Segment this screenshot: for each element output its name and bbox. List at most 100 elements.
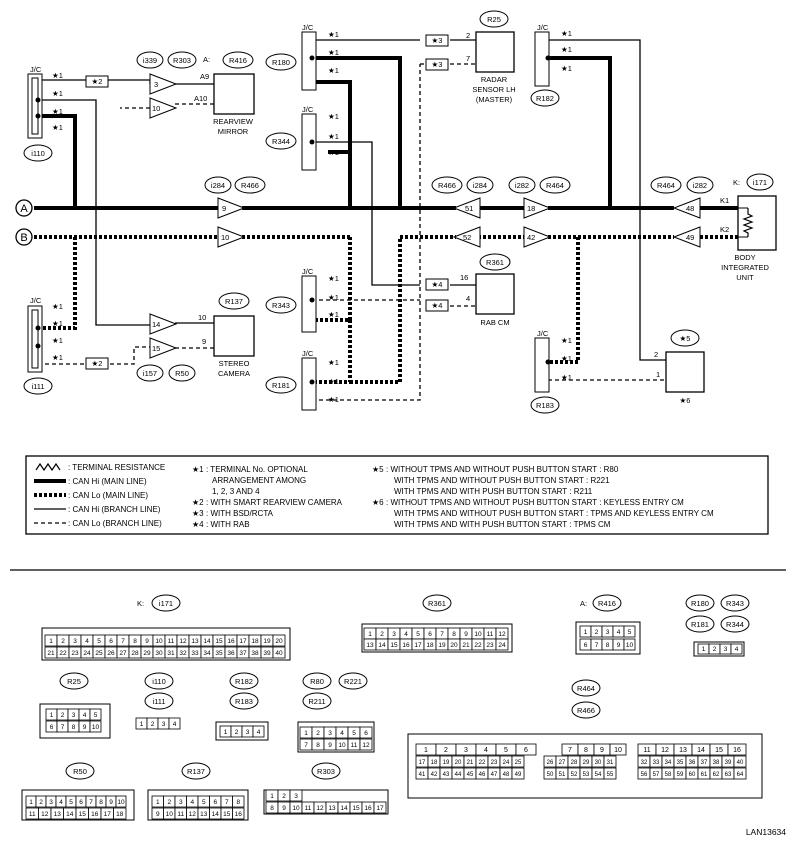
svg-text:R344: R344 [726,620,744,629]
pin-cell [733,755,747,768]
svg-text:BODY: BODY [734,253,755,262]
pin-number: 1 [224,729,228,736]
svg-text:★1: ★1 [328,395,339,404]
pin-number: 21 [47,650,55,657]
connector-housing [297,721,375,753]
radar-sensor: R25 RADAR SENSOR LH (MASTER) 2 7 ★3 ★3 [425,10,516,104]
pin-number: 59 [677,772,684,778]
svg-text:A: A [20,203,28,215]
pin-cell [727,743,747,756]
pin-cell [733,767,747,780]
jc-r343: J/C ★1 ★1 ★1 R343 [265,267,339,333]
pin-number: 4 [735,646,739,653]
pin-number: 60 [689,772,696,778]
svg-text:R344: R344 [272,137,290,146]
svg-text:★1: ★1 [561,336,572,345]
pin-number: 8 [72,724,76,731]
svg-text:★5: ★5 [680,334,691,343]
svg-text:2: 2 [654,350,658,359]
svg-text:i282: i282 [693,181,707,190]
pin-number: 42 [431,772,438,778]
pin-cell [272,634,286,647]
pin-number: 1 [368,631,372,638]
pin-number: 17 [104,811,112,818]
pin-number: 1 [424,747,428,754]
pin-number: 3 [162,721,166,728]
svg-text:★1: ★1 [328,48,339,57]
svg-text:: CAN Hi (BRANCH LINE): : CAN Hi (BRANCH LINE) [68,505,161,514]
svg-text:WITH TPMS AND WITH PUSH BUTTON: WITH TPMS AND WITH PUSH BUTTON START : T… [394,520,611,529]
pin-number: 61 [701,772,708,778]
pin-number: 14 [66,811,74,818]
pin-number: 18 [251,638,259,645]
svg-text:R183: R183 [235,697,253,706]
pin-number: 16 [91,811,99,818]
svg-text:★1: ★1 [52,107,63,116]
svg-text:R180: R180 [691,599,709,608]
pin-number: 24 [503,760,510,766]
svg-text:10: 10 [221,233,229,242]
svg-text:★1: ★1 [52,353,63,362]
pin-number: 13 [200,811,208,818]
pin-number: 24 [498,642,506,649]
connector-i339: 3 10 i339 R303 [136,51,197,119]
svg-text:R181: R181 [691,620,709,629]
pin-number: 8 [316,742,320,749]
pin-number: 23 [486,642,494,649]
pin-number: 3 [49,799,53,806]
connector-r464-i282: 48 49 R464 i282 [650,176,714,248]
svg-text:★3: ★3 [192,509,204,518]
pin-number: 11 [351,742,358,749]
svg-text:: WITH BSD/RCTA: : WITH BSD/RCTA [206,509,274,518]
svg-text:★2: ★2 [92,359,103,368]
pin-number: 34 [665,760,672,766]
svg-text:K:: K: [137,599,144,608]
connector-housing [21,789,135,821]
pin-cell [511,755,525,768]
svg-text:48: 48 [686,204,694,213]
svg-text:B: B [20,232,27,244]
pin-number: 27 [119,650,127,657]
svg-text:i284: i284 [473,181,487,190]
svg-text:2: 2 [466,31,470,40]
rab-cm: R361 RAB CM 16 4 ★4 ★4 [425,253,515,327]
svg-text:★3: ★3 [432,36,443,45]
pin-number: 57 [653,772,660,778]
svg-text:: TERMINAL RESISTANCE: : TERMINAL RESISTANCE [68,463,165,472]
pin-number: 1 [270,793,274,800]
svg-text:★1: ★1 [328,148,339,157]
svg-text:R343: R343 [272,301,290,310]
pin-number: 13 [191,638,199,645]
pin-cell [623,638,636,651]
pin-number: 12 [189,811,197,818]
pin-number: 11 [29,811,36,818]
pin-number: 3 [179,799,183,806]
pin-number: 9 [109,799,113,806]
connector-i282-r464: 18 42 i282 R464 [508,176,571,248]
svg-text:i339: i339 [143,56,157,65]
svg-text:18: 18 [527,204,535,213]
pin-number: 58 [665,772,672,778]
svg-text:: WITHOUT TPMS AND WITHOUT PUS: : WITHOUT TPMS AND WITHOUT PUSH BUTTON S… [386,465,619,474]
star2-box-top: ★2 [85,75,109,88]
svg-text:INTEGRATED: INTEGRATED [721,263,769,272]
svg-text:★1: ★1 [328,274,339,283]
connection-b: B [15,228,33,246]
svg-text:J/C: J/C [302,349,314,358]
svg-text:UNIT: UNIT [736,273,754,282]
pin-number: 54 [595,772,602,778]
pin-number: 11 [487,631,494,638]
pin-number: 40 [737,760,744,766]
svg-text:ARRANGEMENT AMONG: ARRANGEMENT AMONG [212,476,306,485]
pin-number: 5 [69,799,73,806]
pin-number: 39 [263,650,271,657]
pin-number: 31 [167,650,175,657]
svg-text:CAMERA: CAMERA [218,369,250,378]
pin-number: 9 [156,811,160,818]
svg-text:A10: A10 [194,94,207,103]
pin-number: 17 [376,805,384,812]
pin-number: 15 [715,747,723,754]
pin-number: 2 [380,631,384,638]
svg-text:R464: R464 [657,181,675,190]
pin-number: 10 [474,631,482,638]
